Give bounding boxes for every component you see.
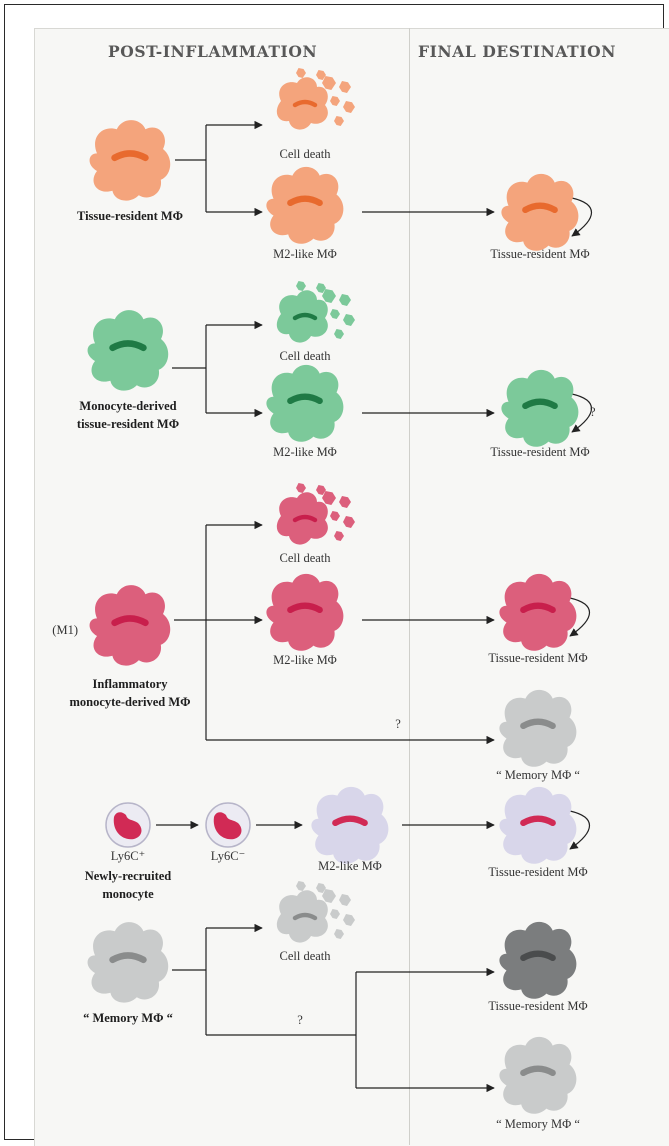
cell-inflammatory-source: [89, 585, 171, 666]
label-cell-death-2: Cell death: [279, 349, 331, 363]
label-final-5a: Tissue-resident MΦ: [488, 999, 587, 1013]
label-final-2: Tissue-resident MΦ: [490, 445, 589, 459]
cell-death-inflammatory: [276, 483, 355, 545]
self-renewal-loop-2: [571, 393, 592, 433]
label-memory-source: “ Memory MΦ “: [83, 1011, 173, 1025]
cell-death-monocyte-derived: [276, 281, 355, 343]
label-inflammatory-1: Inflammatory: [93, 677, 169, 691]
label-m2-3: M2-like MΦ: [273, 653, 337, 667]
label-newly-recruited-1: Newly-recruited: [85, 869, 172, 883]
label-final-4: Tissue-resident MΦ: [488, 865, 587, 879]
self-renewal-loop-4: [569, 810, 590, 850]
label-ly6c-plus: Ly6C⁺: [111, 849, 145, 863]
label-m2-2: M2-like MΦ: [273, 445, 337, 459]
self-renewal-loop-3: [569, 597, 590, 637]
label-monocyte-derived-1: Monocyte-derived: [79, 399, 176, 413]
label-m2-1: M2-like MΦ: [273, 247, 337, 261]
label-monocyte-derived-2: tissue-resident MΦ: [77, 417, 179, 431]
label-m1-prefix: (M1): [52, 623, 78, 637]
cell-m2-inflammatory: [266, 573, 344, 651]
question-mark-5: ?: [297, 1013, 303, 1027]
label-m2-4: M2-like MΦ: [318, 859, 382, 873]
cell-ly6c-minus: [205, 802, 251, 848]
label-cell-death-3: Cell death: [279, 551, 331, 565]
cell-m2-monocyte-derived: [266, 364, 344, 442]
header-final-destination: FINAL DESTINATION: [418, 42, 616, 61]
label-ly6c-minus: Ly6C⁻: [211, 849, 245, 863]
header-post-inflammation: POST-INFLAMMATION: [108, 42, 318, 61]
cell-m2-newly-recruited: [311, 786, 389, 864]
cell-ly6c-plus: [105, 802, 151, 848]
cell-final-tissue-resident: [501, 173, 579, 251]
cell-memory-source: [87, 922, 169, 1003]
cell-final-newly-recruited: [499, 786, 577, 864]
cell-monocyte-derived-source: [87, 310, 169, 391]
cell-death-memory: [276, 881, 355, 943]
question-mark-2: ?: [590, 405, 596, 419]
cell-final-memory-dark: [499, 921, 577, 999]
question-mark-3: ?: [395, 717, 401, 731]
label-cell-death-1: Cell death: [279, 147, 331, 161]
cell-final-memory-grey: [499, 1036, 577, 1114]
label-tissue-resident-source: Tissue-resident MΦ: [77, 209, 183, 223]
label-inflammatory-2: monocyte-derived MΦ: [69, 695, 190, 709]
cell-final-inflammatory: [499, 573, 577, 651]
label-final-5b: “ Memory MΦ “: [496, 1117, 580, 1131]
label-final-3: Tissue-resident MΦ: [488, 651, 587, 665]
cell-tissue-resident-source: [89, 120, 171, 201]
cell-m2-tissue-resident: [266, 166, 344, 244]
label-cell-death-5: Cell death: [279, 949, 331, 963]
label-newly-recruited-2: monocyte: [102, 887, 154, 901]
label-final-1: Tissue-resident MΦ: [490, 247, 589, 261]
cell-death-tissue-resident: [276, 68, 355, 130]
label-memory-3: “ Memory MΦ “: [496, 768, 580, 782]
column-divider: [409, 28, 410, 1145]
cell-memory-inflammatory: [499, 689, 577, 767]
cell-final-monocyte-derived: [501, 369, 579, 447]
self-renewal-loop-1: [571, 197, 592, 237]
